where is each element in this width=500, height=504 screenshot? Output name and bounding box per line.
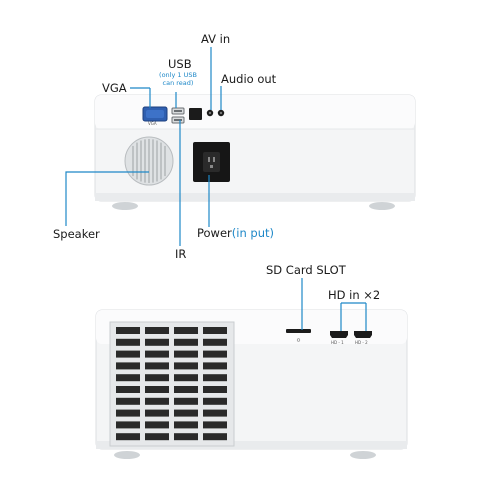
foot-left-icon <box>112 202 138 210</box>
vent-slot <box>145 374 169 382</box>
usb-note: (only 1 USB can read) <box>158 71 198 87</box>
vent-slot <box>203 327 227 334</box>
vent-slot <box>145 386 169 393</box>
vent-slot <box>145 350 169 358</box>
projector-base-shadow <box>95 193 415 201</box>
vent-slot <box>116 350 140 358</box>
vga-port-tag: VGA <box>148 121 157 126</box>
power-label-main: Power <box>197 226 232 240</box>
vent-slot <box>174 374 198 382</box>
ir-label: IR <box>175 247 187 261</box>
vent-slot <box>116 421 140 429</box>
speaker-label: Speaker <box>53 227 100 241</box>
vent-slot <box>116 362 140 370</box>
usb-label: USB <box>168 57 192 71</box>
speaker-callout-line <box>65 171 149 226</box>
vent-slot <box>174 362 198 370</box>
usb-note-line1: (only 1 USB <box>159 71 197 79</box>
ir-receiver-icon <box>189 108 202 120</box>
vent-slot <box>145 409 169 417</box>
vga-label: VGA <box>102 81 127 95</box>
callouts-bottom <box>301 278 367 331</box>
audio-out-label: Audio out <box>221 72 277 86</box>
vent-slot <box>116 433 140 441</box>
usb-note-line2: can read) <box>162 78 194 87</box>
vent-slot <box>174 386 198 393</box>
vent-slot <box>116 327 140 334</box>
av-in-label: AV in <box>201 32 231 46</box>
hd-port-2-icon <box>354 331 372 338</box>
vent-grille-icon <box>109 321 235 447</box>
vent-slot <box>145 327 169 334</box>
vent-slot <box>116 409 140 417</box>
vent-slot <box>174 338 198 346</box>
vent-slot <box>174 433 198 441</box>
vent-slot <box>116 338 140 346</box>
vent-slot <box>145 338 169 346</box>
vent-slot <box>116 386 140 393</box>
vent-slot <box>203 374 227 382</box>
vent-slot <box>116 397 140 405</box>
foot-right-bottom-icon <box>350 451 376 459</box>
vent-slot <box>145 421 169 429</box>
vent-slot <box>174 409 198 417</box>
power-label-suffix: (in put) <box>231 226 274 240</box>
vent-slot <box>174 350 198 358</box>
vent-slot <box>203 362 227 370</box>
vent-slot <box>203 386 227 393</box>
foot-left-bottom-icon <box>114 451 140 459</box>
vent-slot <box>203 409 227 417</box>
hd-in-label: HD in ×2 <box>328 288 381 302</box>
vent-slot <box>174 327 198 334</box>
speaker-grille-icon <box>124 136 174 186</box>
callouts-top <box>65 47 222 246</box>
vent-slot <box>174 421 198 429</box>
projector-bottom-base <box>96 441 407 449</box>
hd2-port-tag: HD - 2 <box>355 340 368 345</box>
sd-card-slot-icon <box>286 329 311 342</box>
av-in-jack-icon <box>206 109 214 117</box>
power-label: Power(in put) <box>197 226 274 240</box>
vent-slot <box>203 421 227 429</box>
vent-slot <box>203 433 227 441</box>
vent-slot <box>203 397 227 405</box>
vent-slot <box>145 362 169 370</box>
vent-slot <box>174 397 198 405</box>
projector-rear-view <box>94 94 416 210</box>
audio-out-jack-icon <box>217 109 225 117</box>
vga-port-icon <box>142 106 168 122</box>
usb-ports-icon <box>171 107 185 124</box>
vent-slot <box>203 338 227 346</box>
vent-slot <box>145 397 169 405</box>
vent-slot <box>203 350 227 358</box>
sd-card-slot-label: SD Card SLOT <box>266 263 346 277</box>
projector-side-view <box>95 309 408 459</box>
foot-right-icon <box>369 202 395 210</box>
power-socket-icon <box>193 142 230 182</box>
hd-port-1-icon <box>330 331 348 338</box>
hd1-port-tag: HD - 1 <box>331 340 344 345</box>
vent-slot <box>145 433 169 441</box>
vent-slot <box>116 374 140 382</box>
